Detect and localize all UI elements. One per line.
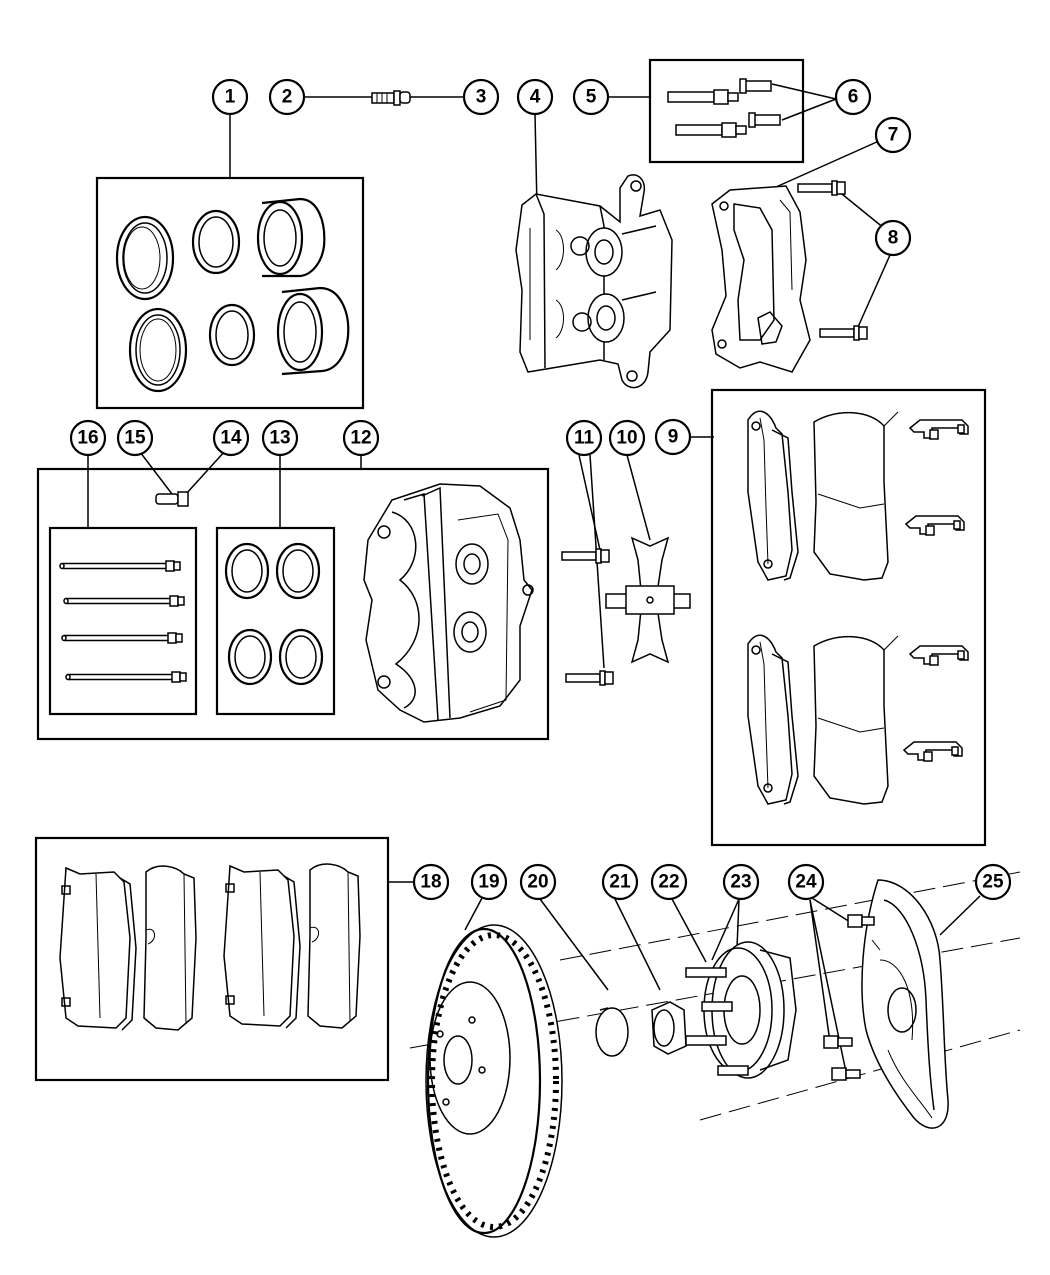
part-19-rotor	[425, 924, 563, 1238]
callout-label: 22	[658, 872, 679, 893]
callout-label: 11	[574, 428, 595, 449]
callout-label: 5	[586, 87, 597, 108]
callout-15: 15	[116, 419, 154, 457]
callout-label: 18	[420, 872, 441, 893]
callout-19: 19	[470, 863, 508, 901]
callout-21: 21	[601, 863, 639, 901]
callout-label: 23	[730, 872, 751, 893]
callout-6: 6	[834, 78, 872, 116]
callout-8: 8	[874, 219, 912, 257]
callout-20: 20	[519, 863, 557, 901]
callout-label: 25	[982, 872, 1004, 893]
callout-label: 4	[530, 87, 541, 108]
part-18-rear-pads	[34, 836, 390, 1082]
callout-label: 6	[848, 87, 859, 108]
callout-25: 25	[974, 863, 1012, 901]
callout-12: 12	[342, 419, 380, 457]
callout-5: 5	[572, 78, 610, 116]
callout-label: 19	[478, 872, 499, 893]
part-21-hub-nut	[651, 1001, 687, 1055]
callout-23: 23	[722, 863, 760, 901]
part-12-fixed-caliper	[363, 483, 534, 723]
part-2-3-bleeder	[371, 90, 411, 106]
callout-label: 8	[888, 228, 899, 249]
callout-label: 20	[527, 872, 548, 893]
part-1-piston-kit	[95, 176, 365, 410]
part-20-dust-cap	[595, 1007, 629, 1057]
callout-7: 7	[874, 116, 912, 154]
callout-4: 4	[516, 78, 554, 116]
part-14-15-bleeder	[155, 491, 189, 507]
callout-label: 24	[795, 872, 817, 893]
callout-13: 13	[261, 419, 299, 457]
callout-24: 24	[787, 863, 825, 901]
part-16-pins	[48, 526, 198, 716]
part-13-seals	[215, 526, 336, 716]
callout-3: 3	[462, 78, 500, 116]
part-22-23-hub	[685, 941, 797, 1079]
part-4-caliper	[515, 174, 673, 389]
callout-label: 2	[282, 87, 293, 108]
callout-label: 21	[609, 872, 631, 893]
callout-label: 16	[77, 428, 98, 449]
part-12-caliper-kit	[36, 467, 550, 741]
part-5-6-guide-pins	[648, 58, 805, 164]
callout-10: 10	[608, 419, 646, 457]
callout-14: 14	[212, 419, 250, 457]
callout-label: 1	[225, 87, 236, 108]
callout-label: 10	[616, 428, 637, 449]
part-24-25-splash-shield	[823, 879, 949, 1129]
callout-2: 2	[268, 78, 306, 116]
callout-1: 1	[211, 78, 249, 116]
callout-label: 12	[350, 428, 371, 449]
callout-label: 3	[476, 87, 487, 108]
callout-label: 14	[220, 428, 242, 449]
part-10-11-spring	[561, 536, 691, 686]
callout-label: 7	[888, 125, 899, 146]
callout-label: 13	[269, 428, 290, 449]
callout-label: 15	[124, 428, 146, 449]
part-7-8-adapter	[711, 180, 868, 373]
callout-label: 9	[668, 427, 679, 448]
callout-16: 16	[69, 419, 107, 457]
callout-22: 22	[650, 863, 688, 901]
callout-18: 18	[412, 863, 450, 901]
part-9-front-pads	[710, 388, 987, 847]
callout-11: 11	[565, 419, 603, 457]
callout-9: 9	[654, 418, 692, 456]
